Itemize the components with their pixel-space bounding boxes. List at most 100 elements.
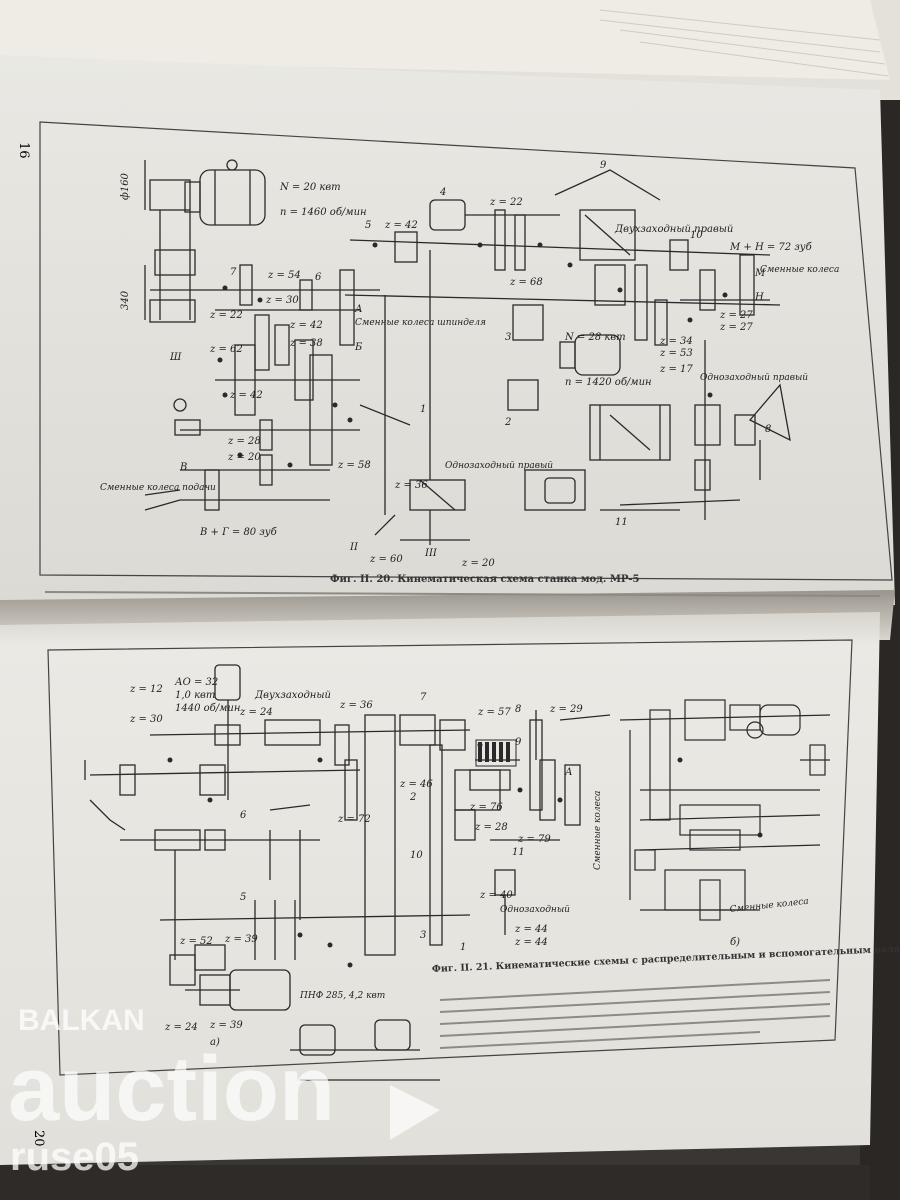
label-b-z39b: z = 39	[209, 1020, 243, 1031]
label-b-z36: z = 36	[339, 700, 373, 711]
label-two-start: Двухзаходный правый	[614, 224, 733, 235]
label-b-z57: z = 57	[477, 707, 511, 718]
label-n5: 5	[365, 220, 371, 231]
label-z28: z = 28	[227, 436, 261, 447]
cam-bank	[475, 739, 517, 767]
label-b-a: а)	[210, 1037, 220, 1048]
label-b-z44a: z = 44	[514, 924, 548, 935]
label-b-n2: 2	[409, 792, 416, 803]
label-b-z29: z = 29	[549, 704, 583, 715]
label-b-n3: 3	[420, 930, 426, 941]
schematic-bottom-b	[619, 699, 831, 921]
label-z27b: z = 27	[719, 322, 753, 333]
page-top	[0, 55, 895, 605]
label-b-z39a: z = 39	[224, 934, 258, 945]
label-b-one-start: Однозаходный	[500, 905, 570, 915]
label-b-n1: 1	[460, 942, 466, 953]
label-b-z76: z = 76	[469, 802, 503, 813]
label-mn: М + Н = 72 зуб	[729, 242, 813, 253]
label-n6: 6	[315, 272, 322, 283]
label-n3: 3	[505, 332, 511, 343]
label-b-n9: 9	[515, 737, 522, 748]
label-one-start-right: Однозаходный правый	[700, 373, 808, 383]
label-z58: z = 58	[337, 460, 371, 471]
label-motor2-speed: n = 1420 об/мин	[565, 377, 652, 388]
page-number-top: 16	[16, 142, 31, 159]
label-z34: z = 34	[659, 336, 693, 347]
label-z53: z = 53	[659, 348, 693, 359]
label-vg: В + Г = 80 зуб	[199, 527, 278, 538]
label-b-z44b: z = 44	[514, 937, 548, 948]
label-n4: 4	[439, 187, 446, 198]
label-b-n5: 5	[240, 892, 246, 903]
schematic-top	[144, 159, 791, 545]
labels-top: N = 20 квт n = 1460 об/мин ф160 340 z = …	[100, 160, 839, 569]
label-V: В	[179, 462, 187, 473]
label-B: Б	[354, 342, 363, 353]
schematic-bottom-a	[84, 664, 611, 1081]
label-b-speed: 1440 об/мин	[175, 703, 240, 714]
label-z42-low: z = 42	[229, 390, 263, 401]
label-b-n6: 6	[240, 810, 247, 821]
label-nIII: III	[424, 548, 438, 559]
caption-legend-bottom	[439, 979, 831, 1049]
watermark-line2: auction	[8, 1038, 335, 1140]
label-n11: 11	[615, 517, 628, 528]
label-b-n7: 7	[420, 692, 427, 703]
play-arrow-icon	[390, 1085, 440, 1140]
label-motor2-power: N = 28 квт	[564, 332, 626, 343]
figure-top-frame	[39, 121, 893, 581]
label-z42-mid: z = 42	[289, 320, 323, 331]
label-z17: z = 17	[659, 364, 693, 375]
label-spindle-gears: Сменные колеса шпинделя	[355, 318, 486, 328]
label-b-n11: 11	[512, 847, 525, 858]
label-b-b: б)	[730, 937, 740, 948]
watermark: BALKAN auction ruse05	[8, 1004, 440, 1179]
label-b-z52: z = 52	[179, 936, 213, 947]
label-z60: z = 60	[369, 554, 403, 565]
label-nII: II	[349, 542, 359, 553]
figure-bottom-frame	[47, 639, 853, 1076]
label-b-motor: ПНФ 285, 4,2 квт	[299, 991, 385, 1001]
label-n1: 1	[420, 404, 426, 415]
label-b-n8: 8	[515, 704, 521, 715]
label-motor-speed: n = 1460 об/мин	[280, 207, 367, 218]
label-z38: z = 38	[289, 338, 323, 349]
label-z42-top: z = 42	[384, 220, 418, 231]
label-one-start-center: Однозаходный правый	[445, 461, 553, 471]
label-motor-power: N = 20 квт	[279, 182, 341, 193]
label-z22-left: z = 22	[209, 310, 243, 321]
label-b-z12: z = 12	[129, 684, 163, 695]
label-z36: z = 36	[394, 480, 428, 491]
label-z20: z = 20	[227, 452, 261, 463]
label-feed-gears: Сменные колеса подачи	[100, 483, 216, 493]
label-N: Н	[754, 292, 764, 303]
label-b-z30: z = 30	[129, 714, 163, 725]
label-b-n10: 10	[410, 850, 423, 861]
label-z20-bottom: z = 20	[461, 558, 495, 569]
label-b-z24b: z = 24	[164, 1022, 198, 1033]
label-z62: z = 62	[209, 344, 243, 355]
label-b-z72: z = 72	[337, 814, 371, 825]
watermark-line1: BALKAN	[18, 1004, 145, 1037]
page-bottom	[0, 612, 880, 1165]
label-b-power: 1,0 квт	[175, 690, 215, 701]
label-diameter: ф160	[120, 172, 131, 200]
label-z68: z = 68	[509, 277, 543, 288]
page-number-bottom: 20	[31, 1130, 46, 1147]
label-M: М	[754, 268, 766, 279]
figure-top: 16	[16, 121, 893, 597]
label-z27a: z = 27	[719, 310, 753, 321]
gear-marks-top	[217, 242, 728, 468]
watermark-line3: ruse05	[10, 1135, 139, 1179]
label-b-A: А	[564, 767, 573, 778]
label-b-two-start: Двухзаходный	[254, 690, 331, 701]
labels-bottom: z = 12 z = 30 АО = 32 1,0 квт 1440 об/ми…	[129, 677, 809, 1048]
label-b-ao: АО = 32	[174, 677, 218, 688]
label-n7: 7	[230, 267, 237, 278]
label-z30: z = 30	[265, 295, 299, 306]
label-b-change-gears: Сменные колеса	[593, 791, 603, 870]
label-n2: 2	[504, 417, 511, 428]
label-change-gears-mn: Сменные колеса	[760, 265, 839, 275]
label-z22-top: z = 22	[489, 197, 523, 208]
